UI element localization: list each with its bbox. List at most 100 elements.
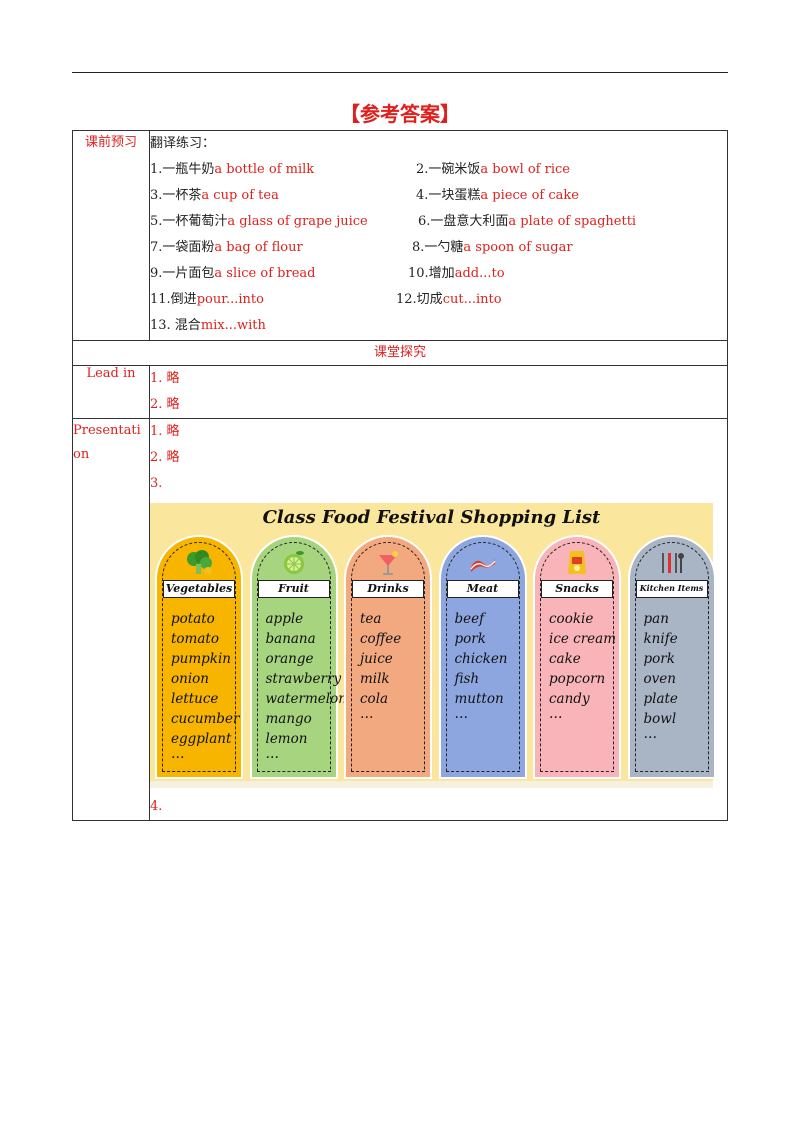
shopping-list-poster: Class Food Festival Shopping List Vegeta…	[150, 503, 716, 788]
preview-heading: 翻译练习：	[150, 136, 216, 151]
preview-item-en: a bowl of rice	[480, 162, 570, 177]
list-item: …	[171, 746, 185, 762]
column-dashed-border	[351, 542, 425, 772]
preview-item-cn: 9.一片面包	[150, 266, 215, 281]
presentation-row: Presentati on 1. 略 2. 略 3. Class Food Fe…	[72, 418, 728, 821]
category-label: Fruit	[257, 580, 330, 598]
list-item: strawberry	[265, 671, 342, 687]
list-item: …	[265, 746, 280, 762]
list-item: watermelon	[265, 691, 347, 707]
list-item: cookie	[549, 611, 594, 627]
chips-icon	[562, 547, 592, 577]
preview-content: 翻译练习： 1.一瓶牛奶a bottle of milk 2.一碗米饭a bowl…	[149, 130, 728, 341]
poster-title: Class Food Festival Shopping List	[262, 507, 601, 528]
list-item: cola	[360, 691, 389, 707]
column-dashed-border	[445, 542, 520, 772]
poster-shelf	[150, 781, 713, 788]
preview-item: 2.一碗米饭a bowl of rice	[416, 157, 570, 183]
presentation-line: 3.	[150, 476, 163, 491]
cocktail-icon	[373, 547, 403, 577]
category-label: Vegetables	[163, 580, 235, 598]
preview-item-cn: 13. 混合	[150, 318, 201, 333]
preview-item-en: add...to	[454, 266, 505, 281]
list-item: knife	[643, 631, 678, 647]
list-item: popcorn	[549, 671, 606, 687]
list-item: bowl	[643, 711, 677, 727]
list-item: coffee	[360, 631, 402, 647]
list-item: …	[454, 706, 469, 722]
list-item: oven	[643, 671, 676, 687]
preview-item-en: a piece of cake	[480, 188, 579, 203]
preview-pair-row: 11.倒进pour...into 12.切成cut...into	[150, 287, 727, 313]
preview-item-en: a spoon of sugar	[463, 240, 573, 255]
presentation-line: 2. 略	[150, 450, 180, 465]
preview-item: 8.一勺糖a spoon of sugar	[412, 235, 573, 261]
list-item: fish	[454, 671, 480, 687]
list-item: pork	[454, 631, 486, 647]
column-dashed-border	[162, 542, 236, 772]
list-item: milk	[360, 671, 390, 687]
preview-item-en: cut...into	[442, 292, 502, 307]
preview-item-en: a bag of flour	[214, 240, 303, 255]
preview-item: 1.一瓶牛奶a bottle of milk	[150, 157, 314, 183]
list-item: cucumber	[171, 711, 240, 727]
list-item: pumpkin	[171, 651, 231, 667]
column-dashed-border	[634, 542, 709, 772]
preview-item-cn: 12.切成	[396, 292, 443, 307]
presentation-line: 1. 略	[150, 424, 180, 439]
preview-item-cn: 3.一杯茶	[150, 188, 202, 203]
column-dashed-border	[256, 542, 331, 772]
preview-pair-row: 5.一杯葡萄汁a glass of grape juice 6.一盘意大利面a p…	[150, 209, 727, 235]
list-item: banana	[265, 631, 316, 647]
preview-item-en: a cup of tea	[201, 188, 279, 203]
preview-item: 12.切成cut...into	[396, 287, 502, 313]
preview-item: 11.倒进pour...into	[150, 287, 264, 313]
preview-item: 3.一杯茶a cup of tea	[150, 183, 279, 209]
list-item: …	[549, 706, 563, 722]
list-item: mango	[265, 711, 312, 727]
list-item: candy	[549, 691, 590, 707]
broccoli-icon	[184, 547, 214, 577]
presentation-label-line1: Presentati	[73, 423, 141, 438]
list-item: tomato	[171, 631, 219, 647]
list-item: plate	[643, 691, 678, 707]
preview-item-cn: 5.一杯葡萄汁	[150, 214, 228, 229]
column-dashed-border	[540, 542, 614, 772]
preview-item-cn: 6.一盘意大利面	[418, 214, 509, 229]
list-item: beef	[454, 611, 485, 627]
lead-in-line: 2. 略	[150, 397, 180, 412]
preview-pair-row: 9.一片面包a slice of bread 10.增加add...to	[150, 261, 727, 287]
list-item: pan	[643, 611, 669, 627]
preview-pair-row: 1.一瓶牛奶a bottle of milk 2.一碗米饭a bowl of ri…	[150, 157, 727, 183]
preview-item-en: pour...into	[196, 292, 264, 307]
preview-item-en: a bottle of milk	[214, 162, 315, 177]
preview-item-en: a glass of grape juice	[227, 214, 368, 229]
category-label: Drinks	[352, 580, 424, 598]
explore-heading: 课堂探究	[72, 340, 728, 366]
preview-item-en: a plate of spaghetti	[508, 214, 637, 229]
top-rule	[72, 72, 728, 73]
category-label: Meat	[446, 580, 519, 598]
preview-item-cn: 10.增加	[408, 266, 455, 281]
lead-in-row: Lead in 1. 略 2. 略	[72, 365, 728, 419]
list-item: apple	[265, 611, 304, 627]
lime-icon	[279, 547, 309, 577]
list-item: lemon	[265, 731, 308, 747]
preview-item: 9.一片面包a slice of bread	[150, 261, 315, 287]
list-item: lettuce	[171, 691, 219, 707]
preview-item-cn: 8.一勺糖	[412, 240, 464, 255]
presentation-line: 4.	[150, 799, 163, 814]
list-item: eggplant	[171, 731, 232, 747]
